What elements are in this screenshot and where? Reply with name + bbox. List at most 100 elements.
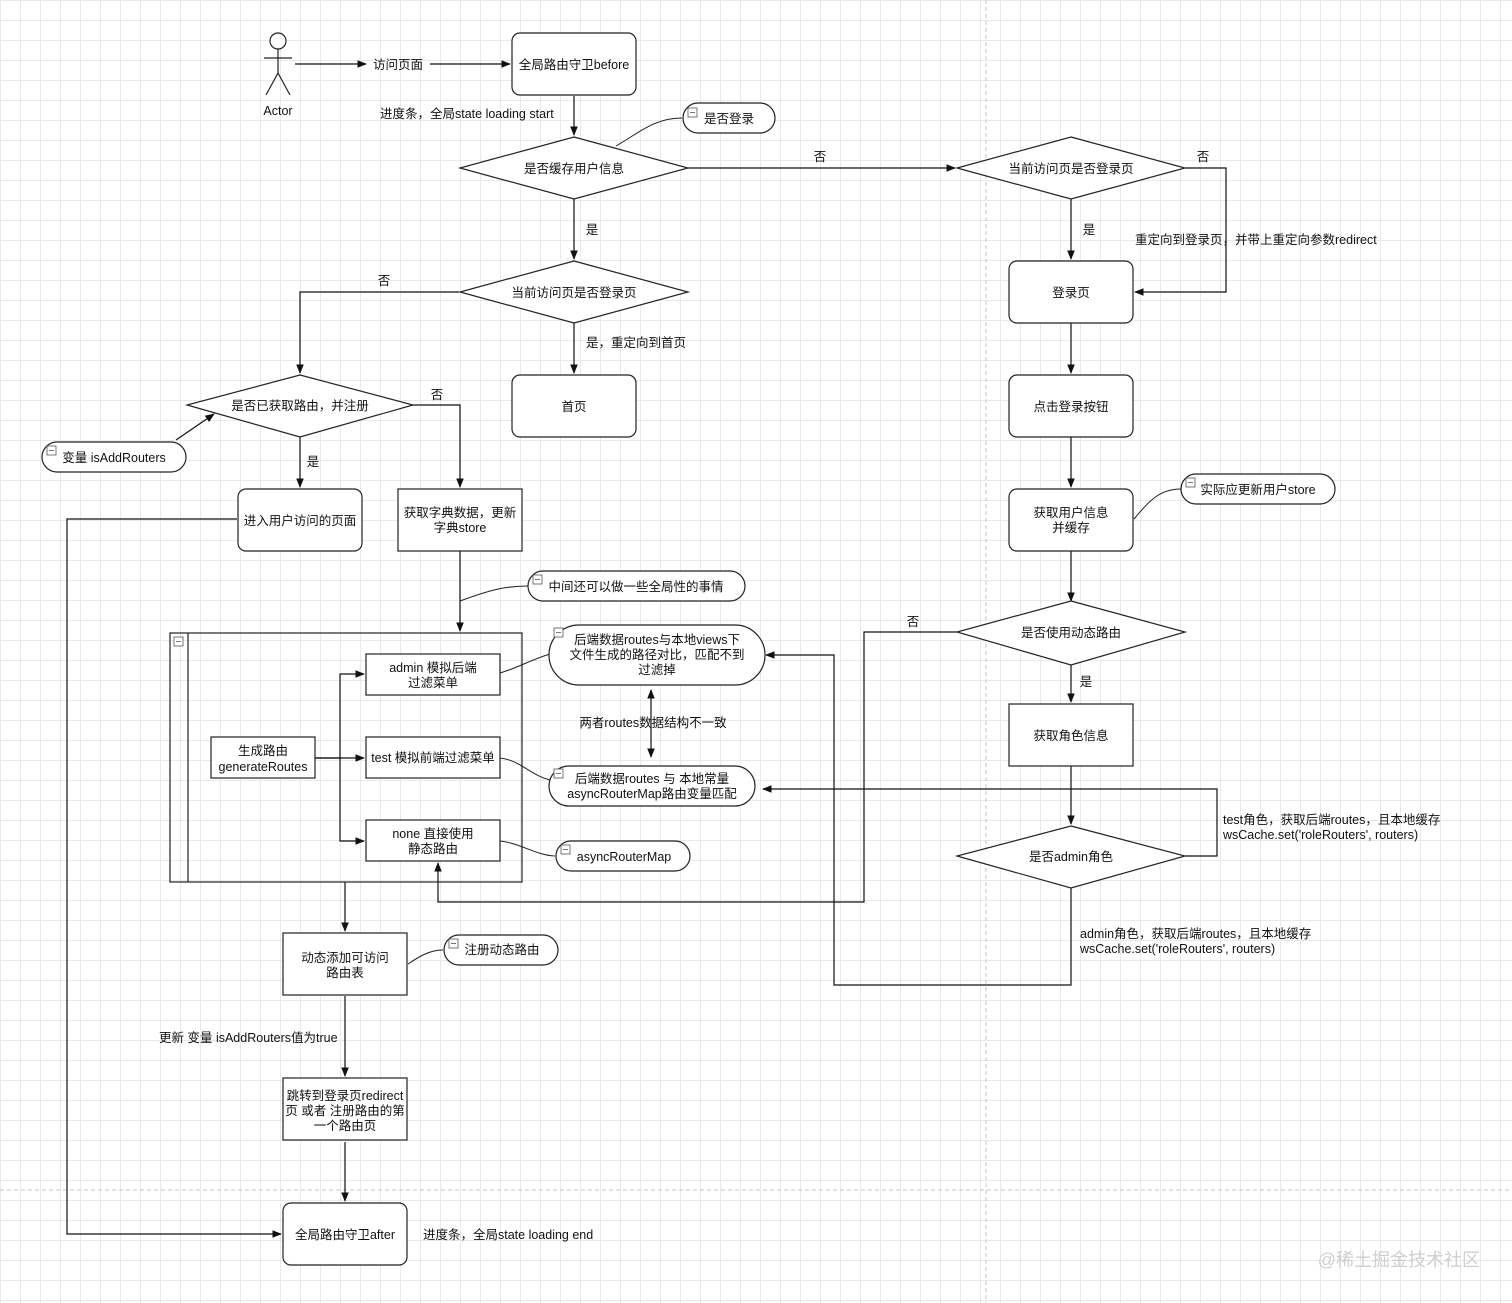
node-generate-routes[interactable]: 生成路由 generateRoutes: [210, 736, 316, 779]
get-user-info-line1: 获取用户信息: [1033, 505, 1108, 520]
edge-right-no-redirect: [1134, 167, 1227, 296]
label-update-var: 更新 变量 isAddRouters值为true: [159, 1030, 338, 1045]
note-update-user-store[interactable]: 实际应更新用户store: [1180, 473, 1336, 505]
generate-routes-line1: 生成路由: [238, 743, 288, 758]
label-test-role-line1: test角色，获取后端routes，且本地缓存: [1223, 812, 1440, 827]
node-use-dynamic-routes[interactable]: 是否使用动态路由: [954, 600, 1188, 666]
node-global-after[interactable]: 全局路由守卫after: [282, 1202, 408, 1266]
none-static-line1: none 直接使用: [392, 826, 473, 841]
register-dynamic-note-label: 注册动态路由: [464, 942, 539, 957]
node-routes-registered[interactable]: 是否已获取路由，并注册: [184, 374, 416, 438]
label-yes-dynamic: 是: [1080, 675, 1093, 689]
node-global-before[interactable]: 全局路由守卫before: [511, 32, 637, 96]
collapse-icon[interactable]: [687, 107, 698, 118]
backend-match-line1: 后端数据routes 与 本地常量: [575, 771, 729, 786]
click-login-label: 点击登录按钮: [1033, 399, 1108, 414]
collapse-icon[interactable]: [560, 844, 571, 855]
is-logged-in-note-label: 是否登录: [704, 111, 754, 126]
label-redirect-login: 重定向到登录页，并带上重定向参数redirect: [1135, 232, 1377, 247]
collapse-icon[interactable]: [553, 768, 564, 779]
global-before-label: 全局路由守卫before: [519, 57, 629, 72]
none-static-line2: 静态路由: [408, 841, 458, 856]
watermark: @稀土掘金技术社区: [1318, 1250, 1480, 1270]
node-redirect-first[interactable]: 跳转到登录页redirect 页 或者 注册路由的第 一个路由页: [282, 1077, 408, 1141]
node-click-login[interactable]: 点击登录按钮: [1008, 374, 1134, 438]
edge-test-role: [762, 785, 1218, 857]
current-login-left-label: 当前访问页是否登录页: [511, 285, 636, 300]
node-none-static[interactable]: none 直接使用 静态路由: [365, 819, 501, 862]
actor-label: Actor: [263, 104, 292, 118]
node-fetch-dict[interactable]: 获取字典数据，更新 字典store: [397, 488, 523, 552]
get-user-info-line2: 并缓存: [1052, 521, 1090, 535]
note-connectors: [407, 117, 1182, 965]
add-routes-line2: 路由表: [326, 965, 364, 980]
node-admin-filter[interactable]: admin 模拟后端 过滤菜单: [365, 653, 501, 696]
enter-user-page-label: 进入用户访问的页面: [244, 513, 357, 528]
node-current-login-left[interactable]: 当前访问页是否登录页: [457, 260, 691, 324]
label-no-routes: 否: [431, 388, 444, 402]
label-yes-routes: 是: [307, 455, 320, 469]
label-test-role-line2: wsCache.set('roleRouters', routers): [1222, 828, 1418, 842]
note-is-add-routers[interactable]: 变量 isAddRouters: [41, 441, 187, 473]
conn-login-note: [615, 117, 683, 147]
backend-match-line2: asyncRouterMap路由变量匹配: [567, 786, 737, 801]
visit-page-label: 访问页面: [373, 58, 423, 72]
label-no-right: 否: [1197, 150, 1210, 164]
label-structure-diff: 两者routes数据结构不一致: [579, 715, 727, 730]
node-test-filter[interactable]: test 模拟前端过滤菜单: [365, 736, 501, 779]
update-user-store-note-label: 实际应更新用户store: [1200, 482, 1315, 497]
note-global-things[interactable]: 中间还可以做一些全局性的事情: [527, 570, 746, 602]
label-admin-role-line2: wsCache.set('roleRouters', routers): [1079, 942, 1275, 956]
node-add-routes[interactable]: 动态添加可访问 路由表: [282, 932, 408, 996]
redirect-first-line2: 页 或者 注册路由的第: [285, 1103, 404, 1118]
note-register-dynamic[interactable]: 注册动态路由: [443, 934, 559, 966]
label-progress-start: 进度条，全局state loading start: [380, 106, 554, 121]
redirect-first-line1: 跳转到登录页redirect: [287, 1088, 404, 1103]
global-things-note-label: 中间还可以做一些全局性的事情: [548, 579, 723, 594]
collapse-icon[interactable]: [553, 627, 564, 638]
node-is-admin-role[interactable]: 是否admin角色: [954, 825, 1188, 889]
label-no-dynamic: 否: [907, 615, 920, 629]
node-get-user-info[interactable]: 获取用户信息 并缓存: [1008, 488, 1134, 552]
note-backend-compare[interactable]: 后端数据routes与本地views下 文件生成的路径对比，匹配不到 过滤掉: [548, 624, 766, 686]
node-enter-user-page[interactable]: 进入用户访问的页面: [237, 488, 363, 552]
collapse-icon[interactable]: [46, 445, 57, 456]
conn-global-note: [459, 585, 529, 602]
label-yes-cached: 是: [586, 223, 599, 237]
actor: Actor: [263, 32, 293, 118]
collapse-icon[interactable]: [448, 938, 459, 949]
node-current-login-right[interactable]: 当前访问页是否登录页: [954, 136, 1188, 200]
node-cached-user-info[interactable]: 是否缓存用户信息: [457, 136, 691, 200]
node-login-page[interactable]: 登录页: [1008, 260, 1134, 324]
note-is-logged-in[interactable]: 是否登录: [682, 102, 776, 134]
node-home[interactable]: 首页: [511, 374, 637, 438]
redirect-first-line3: 一个路由页: [314, 1118, 377, 1133]
is-admin-role-label: 是否admin角色: [1029, 849, 1114, 864]
edge-enter-after: [66, 518, 282, 1238]
collapse-icon[interactable]: [1185, 477, 1196, 488]
use-dynamic-routes-label: 是否使用动态路由: [1021, 625, 1121, 640]
edge-gen-admin: [315, 670, 365, 759]
async-router-map-note-label: asyncRouterMap: [577, 850, 672, 864]
edges: [66, 60, 1227, 1238]
backend-compare-line3: 过滤掉: [638, 663, 676, 677]
edge-var-routes: [175, 413, 215, 441]
node-get-role-info[interactable]: 获取角色信息: [1008, 703, 1134, 767]
admin-filter-line1: admin 模拟后端: [389, 661, 477, 675]
label-no-cached: 否: [814, 150, 827, 164]
note-backend-match[interactable]: 后端数据routes 与 本地常量 asyncRouterMap路由变量匹配: [548, 765, 756, 807]
actor-head: [269, 32, 287, 50]
global-after-label: 全局路由守卫after: [295, 1227, 395, 1242]
collapse-icon[interactable]: [173, 636, 184, 647]
test-filter-label: test 模拟前端过滤菜单: [371, 750, 495, 765]
label-yes-redirect-home: 是，重定向到首页: [586, 335, 686, 350]
conn-test-note: [499, 757, 551, 781]
label-yes-right: 是: [1083, 223, 1096, 237]
collapse-icon[interactable]: [532, 574, 543, 585]
backend-compare-line1: 后端数据routes与本地views下: [574, 632, 740, 647]
add-routes-line1: 动态添加可访问: [301, 951, 389, 965]
note-async-router-map[interactable]: asyncRouterMap: [555, 840, 691, 872]
get-role-info-label: 获取角色信息: [1033, 728, 1108, 743]
route-generation-container: [169, 632, 523, 883]
fetch-dict-line2: 字典store: [434, 520, 487, 535]
